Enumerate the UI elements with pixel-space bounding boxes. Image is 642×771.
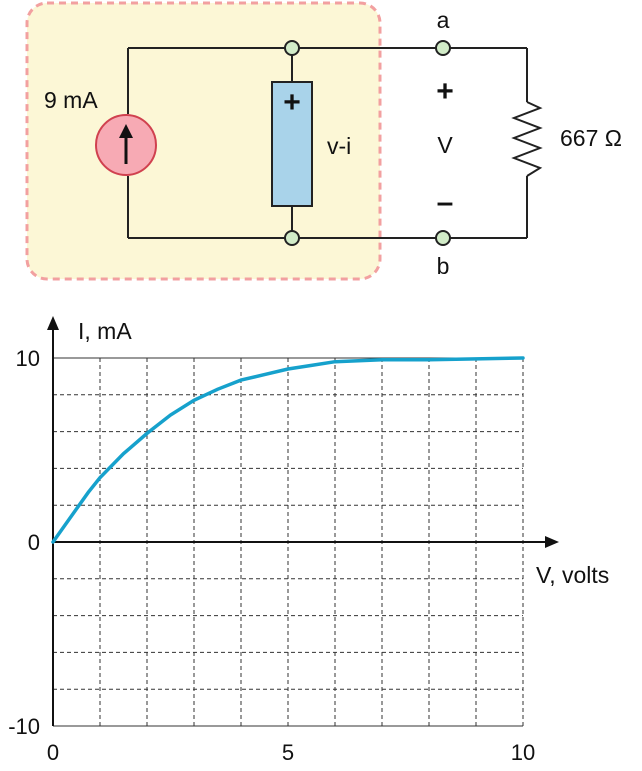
resistor-zigzag-icon: [511, 101, 543, 177]
element-plus-sign: +: [283, 86, 301, 119]
y-tick-label: 10: [16, 346, 40, 371]
voltage-minus-sign: –: [437, 186, 454, 219]
x-axis-label: V, volts: [536, 562, 609, 588]
terminal-a: [435, 40, 451, 56]
y-axis-label: I, mA: [78, 318, 132, 344]
element-label: v-i: [327, 133, 351, 159]
x-tick-label: 10: [511, 740, 535, 765]
terminal-a-label: a: [437, 7, 450, 33]
node-top-element: [284, 40, 300, 56]
y-tick-label: -10: [8, 714, 40, 739]
x-axis-arrow-icon: [545, 536, 559, 548]
iv-chart: 10 0 -10 0 5 10 I, mA V, volts: [8, 316, 609, 765]
circuit-diagram: 9 mA + v-i 667 Ω a b + V –: [25, 1, 622, 281]
x-tick-label: 5: [282, 740, 294, 765]
tick-labels: 10 0 -10 0 5 10: [8, 346, 535, 765]
voltage-label: V: [437, 132, 453, 158]
y-axis-arrow-icon: [47, 316, 59, 330]
x-tick-label: 0: [47, 740, 59, 765]
voltage-plus-sign: +: [436, 75, 454, 108]
y-tick-label: 0: [28, 530, 40, 555]
terminal-b-label: b: [437, 253, 450, 279]
chart-axes: [47, 316, 559, 726]
vi-element-box: [271, 81, 313, 207]
resistor-label: 667 Ω: [560, 125, 622, 151]
terminals: [284, 40, 451, 246]
current-source-arrow-up-icon: [95, 114, 157, 176]
terminal-b: [435, 230, 451, 246]
iv-curve-line: [51, 356, 525, 544]
source-label: 9 mA: [44, 87, 98, 113]
node-bottom-element: [284, 230, 300, 246]
circuit-wires: [127, 47, 528, 239]
